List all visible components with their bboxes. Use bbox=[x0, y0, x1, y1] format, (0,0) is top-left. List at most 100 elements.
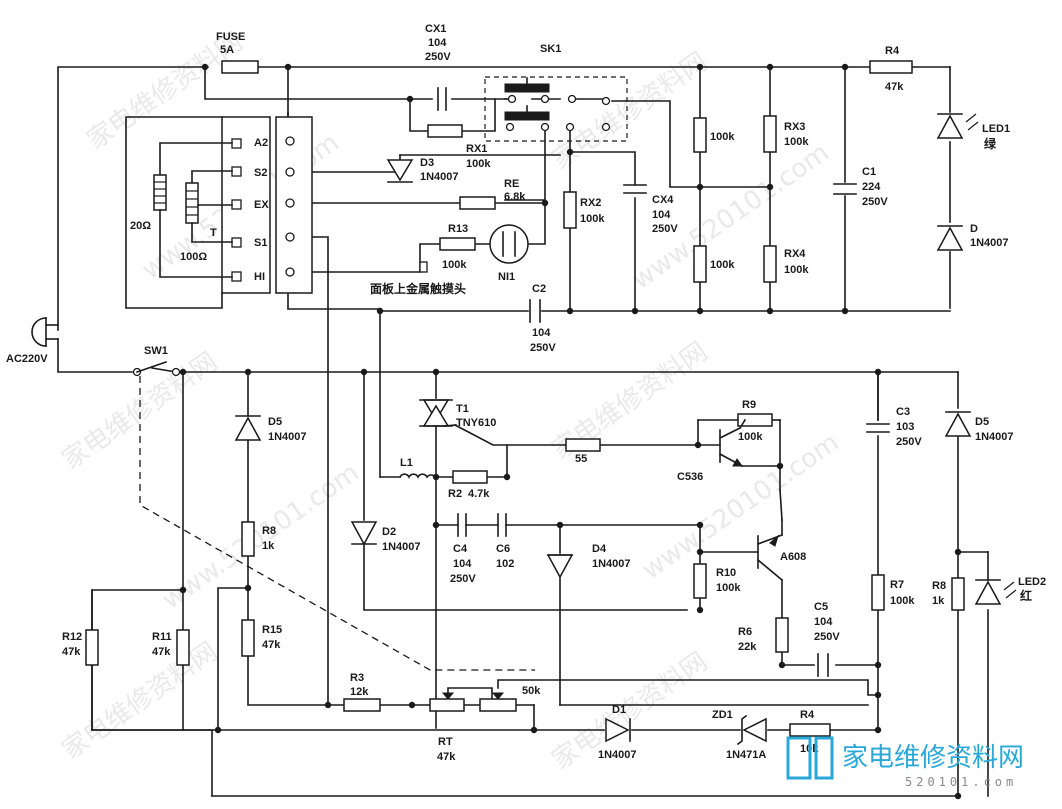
c2-label: C2 bbox=[532, 283, 546, 295]
r100k-upper bbox=[693, 117, 707, 153]
d1-label: D1 bbox=[612, 704, 626, 716]
c5-capacitor bbox=[817, 653, 829, 677]
c3-capacitor bbox=[866, 423, 890, 433]
site-logo: 家电维修资料网 520101.com bbox=[786, 736, 1024, 789]
rx4-resistor bbox=[763, 245, 777, 283]
d-top-value: 1N4007 bbox=[970, 237, 1009, 249]
c2-value: 104 bbox=[532, 327, 551, 339]
t1-label: T1 bbox=[456, 403, 469, 415]
r9-value: 100k bbox=[738, 431, 763, 443]
c3-voltage: 250V bbox=[896, 436, 922, 448]
r4-top-label: R4 bbox=[885, 45, 900, 57]
r55-resistor bbox=[565, 438, 601, 452]
r8-right-label: R8 bbox=[932, 580, 946, 592]
rx2-label: RX2 bbox=[580, 197, 601, 209]
rt-potentiometer bbox=[429, 692, 465, 712]
cx1-label: CX1 bbox=[425, 23, 446, 35]
d2-diode bbox=[350, 521, 378, 546]
cx4-capacitor bbox=[623, 184, 647, 194]
r4-bottom-label: R4 bbox=[800, 709, 815, 721]
zd1-label: ZD1 bbox=[712, 709, 733, 721]
c1-label: C1 bbox=[862, 166, 876, 178]
logo-subtext: 520101.com bbox=[905, 775, 1017, 789]
component-labels: FUSE 5A CX1 104 250V SK1 R4 47k LED1 绿 A… bbox=[6, 23, 1046, 763]
r11-value: 47k bbox=[152, 646, 171, 658]
heater-terminal-block bbox=[125, 116, 313, 309]
r11-label: R11 bbox=[152, 631, 172, 643]
r8-left-label: R8 bbox=[262, 525, 276, 537]
d1-diode bbox=[605, 717, 631, 743]
sk1-switch bbox=[484, 76, 628, 142]
ac220v-label: AC220V bbox=[6, 353, 48, 365]
c536-label: C536 bbox=[677, 471, 703, 483]
d5-right-label: D5 bbox=[975, 416, 989, 428]
c4-capacitor bbox=[457, 513, 467, 537]
res20-label: 20Ω bbox=[130, 220, 151, 232]
c2-voltage: 250V bbox=[530, 342, 556, 354]
rt-label: RT bbox=[438, 736, 453, 748]
logo-text: 家电维修资料网 bbox=[842, 743, 1024, 773]
re-label: RE bbox=[504, 178, 519, 190]
c2-capacitor bbox=[529, 299, 541, 323]
r12-resistor bbox=[85, 629, 99, 666]
rt-value: 47k bbox=[437, 751, 456, 763]
rx2-resistor bbox=[563, 191, 577, 229]
c536-transistor bbox=[697, 418, 781, 468]
watermark-cn: 家电维修资料网 bbox=[57, 347, 223, 476]
led1-label: LED1 bbox=[982, 123, 1010, 135]
cx4-value: 104 bbox=[652, 209, 671, 221]
r9-resistor bbox=[737, 413, 773, 427]
d-top-diode bbox=[936, 225, 964, 251]
l1-label: L1 bbox=[400, 457, 413, 469]
r7-resistor bbox=[871, 574, 885, 611]
c3-label: C3 bbox=[896, 406, 910, 418]
r12-value: 47k bbox=[62, 646, 81, 658]
c4-value: 104 bbox=[453, 558, 472, 570]
cx4-label: CX4 bbox=[652, 194, 674, 206]
rx3-resistor bbox=[763, 115, 777, 153]
a608-transistor bbox=[756, 489, 784, 582]
ni1-label: NI1 bbox=[498, 271, 515, 283]
r8-left-resistor bbox=[241, 521, 255, 557]
d2-value: 1N4007 bbox=[382, 541, 421, 553]
c3-value: 103 bbox=[896, 421, 914, 433]
fuse-symbol bbox=[221, 60, 259, 74]
d-top-label: D bbox=[970, 223, 978, 235]
c1-value: 224 bbox=[862, 181, 881, 193]
c5-label: C5 bbox=[814, 601, 828, 613]
c1-voltage: 250V bbox=[862, 196, 888, 208]
terminal-ex: EX bbox=[254, 199, 269, 211]
r4-top-value: 47k bbox=[885, 81, 904, 93]
d1-value: 1N4007 bbox=[598, 749, 637, 761]
r8-left-value: 1k bbox=[262, 540, 275, 552]
r10-resistor bbox=[693, 563, 707, 599]
cx1-voltage: 250V bbox=[425, 51, 451, 63]
rx1-value: 100k bbox=[466, 158, 491, 170]
r100k-lower-label: 100k bbox=[710, 259, 735, 271]
r11-resistor bbox=[176, 629, 190, 666]
rx3-value: 100k bbox=[784, 136, 809, 148]
r15-resistor bbox=[241, 619, 255, 657]
terminal-a2: A2 bbox=[254, 137, 268, 149]
sw1-label: SW1 bbox=[144, 345, 168, 357]
d3-label: D3 bbox=[420, 157, 434, 169]
zd1-zener bbox=[736, 714, 767, 746]
zd1-value: 1N471A bbox=[726, 749, 766, 761]
watermark-cn: 家电维修资料网 bbox=[57, 637, 223, 766]
sk1-label: SK1 bbox=[540, 43, 561, 55]
c6-label: C6 bbox=[496, 543, 510, 555]
re-value: 6.8k bbox=[504, 191, 526, 203]
fuse-label: FUSE bbox=[216, 31, 245, 43]
c6-capacitor bbox=[497, 513, 507, 537]
rx1-label: RX1 bbox=[466, 143, 487, 155]
t1-triac bbox=[419, 399, 457, 427]
r10-label: R10 bbox=[716, 567, 736, 579]
panel-touch-label: 面板上金属触摸头 bbox=[370, 281, 466, 296]
d4-label: D4 bbox=[592, 543, 607, 555]
t1-value: TNY610 bbox=[456, 417, 496, 429]
d5-right-diode bbox=[944, 411, 972, 437]
c4-label: C4 bbox=[453, 543, 468, 555]
c4-voltage: 250V bbox=[450, 573, 476, 585]
led2-label: LED2 bbox=[1018, 576, 1046, 588]
r15-value: 47k bbox=[262, 639, 281, 651]
